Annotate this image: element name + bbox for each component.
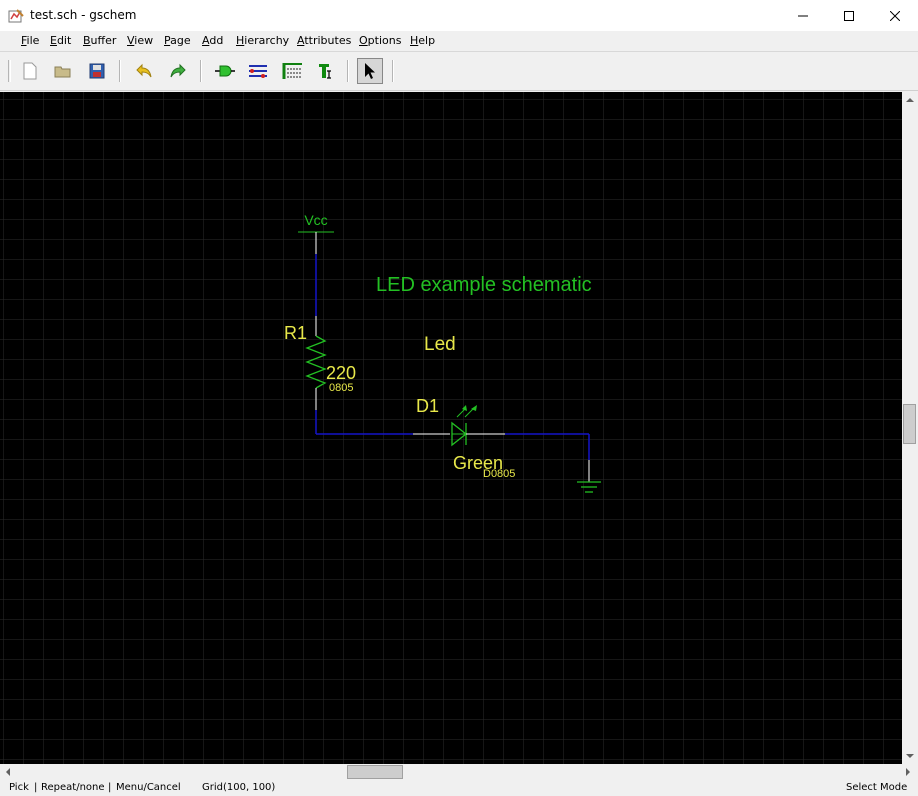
save-icon (89, 63, 105, 79)
status-grid: Grid(100, 100) (202, 782, 276, 793)
close-button[interactable] (872, 0, 918, 31)
scroll-down-button[interactable] (902, 748, 918, 764)
menu-page[interactable]: Page (164, 34, 191, 47)
menu-help[interactable]: Help (410, 34, 436, 47)
status-menu-cancel: Menu/Cancel (116, 782, 181, 793)
add-bus-icon (282, 63, 302, 79)
window-title: test.sch - gschem (30, 8, 137, 22)
menu-hierarchy[interactable]: Hierarchy (236, 34, 290, 47)
maximize-button[interactable] (826, 0, 872, 31)
d1-refdes: D1 (416, 396, 439, 416)
status-divider: | (34, 782, 38, 793)
gschem-app-icon (8, 9, 24, 23)
r1-value: 220 (326, 363, 356, 383)
toolbar-separator (119, 60, 121, 82)
redo-icon (170, 63, 186, 78)
schematic-canvas[interactable]: Vcc R1 220 0805 D (0, 92, 902, 764)
menu-edit[interactable]: Edit (50, 34, 72, 47)
menu-attributes[interactable]: Attributes (297, 34, 352, 47)
undo-button[interactable] (131, 58, 157, 84)
menu-buffer[interactable]: Buffer (83, 34, 117, 47)
select-arrow-icon (365, 63, 375, 79)
schematic-drawing: Vcc R1 220 0805 D (0, 92, 902, 764)
horizontal-scrollbar[interactable] (0, 764, 918, 780)
r1-footprint: 0805 (329, 382, 353, 394)
redo-button[interactable] (165, 58, 191, 84)
toolbar-grip[interactable] (8, 60, 11, 82)
menu-add[interactable]: Add (202, 34, 224, 47)
title-bar: test.sch - gschem (0, 0, 918, 32)
add-net-icon (249, 65, 267, 78)
open-folder-icon (54, 66, 71, 78)
minimize-icon (798, 15, 808, 16)
led-label[interactable]: Led (424, 334, 456, 355)
add-component-button[interactable] (212, 58, 238, 84)
toolbar-separator (347, 60, 349, 82)
minimize-button[interactable] (780, 0, 826, 31)
new-file-icon (23, 62, 37, 80)
ground-symbol[interactable] (577, 460, 601, 493)
add-component-icon (215, 65, 235, 77)
add-net-button[interactable] (245, 58, 271, 84)
resistor-r1[interactable] (305, 316, 327, 410)
status-bar: Pick | Repeat/none | Menu/Cancel Grid(10… (0, 780, 918, 796)
new-button[interactable] (17, 58, 43, 84)
save-button[interactable] (84, 58, 110, 84)
vertical-scrollbar[interactable] (902, 92, 918, 764)
r1-refdes: R1 (284, 323, 307, 343)
add-text-icon (319, 64, 331, 79)
menu-view[interactable]: View (127, 34, 154, 47)
chevron-up-icon (906, 98, 914, 102)
toolbar-separator (392, 60, 394, 82)
menu-file[interactable]: File (21, 34, 40, 47)
status-repeat: Repeat/none (41, 782, 105, 793)
scroll-up-button[interactable] (902, 92, 918, 108)
d1-value: Green (453, 453, 503, 473)
status-divider: | (108, 782, 112, 793)
maximize-icon (844, 10, 854, 21)
add-text-button[interactable] (313, 58, 339, 84)
led-d1[interactable] (413, 405, 505, 447)
status-pick: Pick (9, 782, 29, 793)
grid (0, 92, 902, 764)
scroll-right-button[interactable] (900, 764, 916, 780)
chevron-right-icon (906, 768, 910, 776)
menu-bar: File Edit Buffer View Page Add Hierarchy… (0, 31, 918, 52)
vertical-scroll-thumb[interactable] (903, 404, 916, 444)
vcc-label: Vcc (304, 212, 327, 228)
menu-options[interactable]: Options (359, 34, 402, 47)
open-button[interactable] (50, 58, 76, 84)
scroll-left-button[interactable] (0, 764, 16, 780)
undo-icon (136, 63, 152, 78)
add-bus-button[interactable] (279, 58, 305, 84)
close-icon (890, 10, 900, 21)
net-lines[interactable] (315, 254, 590, 460)
d1-footprint: D0805 (483, 468, 515, 480)
toolbar-separator (200, 60, 202, 82)
chevron-left-icon (6, 768, 10, 776)
schematic-title-text[interactable]: LED example schematic (376, 274, 592, 296)
vcc-symbol[interactable] (298, 231, 334, 254)
select-button[interactable] (357, 58, 383, 84)
status-mode: Select Mode (846, 782, 908, 793)
chevron-down-icon (906, 754, 914, 758)
horizontal-scroll-thumb[interactable] (347, 765, 403, 779)
toolbar (0, 52, 918, 91)
